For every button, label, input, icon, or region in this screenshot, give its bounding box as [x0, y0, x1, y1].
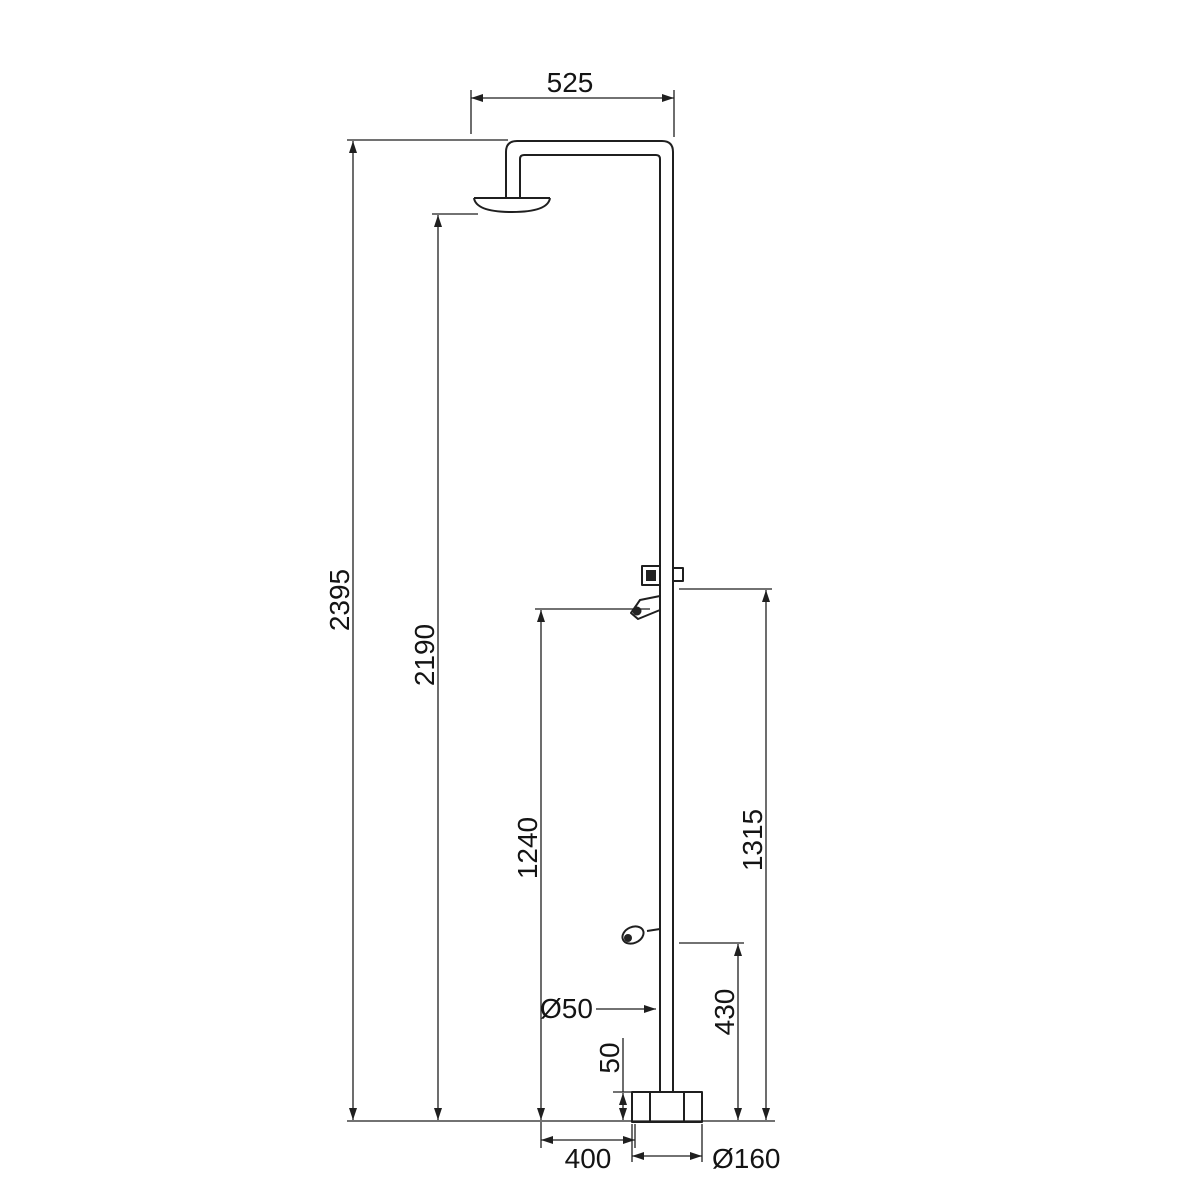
dim-label-base-height: 50	[594, 1042, 625, 1073]
dim-label-base-offset: 400	[565, 1143, 612, 1174]
dim-label-base-diameter: Ø160	[712, 1143, 781, 1174]
dim-label-total-height: 2395	[324, 569, 355, 631]
dim-base-offset: 400	[540, 1122, 636, 1174]
dim-base-diameter: Ø160	[631, 1124, 781, 1174]
dim-label-mixer-height: 1240	[512, 817, 543, 879]
hand-shower-body	[621, 925, 645, 945]
diverter-knob-outline	[641, 565, 661, 586]
dim-label-arm-width: 525	[547, 67, 594, 98]
dim-total-height: 2395	[324, 139, 508, 1120]
base-plate	[631, 1091, 703, 1123]
dim-diverter-height: 1315	[679, 588, 772, 1120]
diverter-knob	[646, 570, 656, 581]
dim-label-head-height: 2190	[409, 624, 440, 686]
dim-outlet-height: 430	[679, 942, 744, 1120]
dim-label-pipe-diameter: Ø50	[540, 993, 593, 1024]
dim-base-height: 50	[594, 1038, 634, 1120]
dim-label-outlet-height: 430	[709, 989, 740, 1036]
column-inner-contour	[519, 154, 661, 1093]
hand-shower-face	[624, 934, 632, 942]
dim-arm-width: 525	[470, 67, 675, 137]
shower-head	[473, 197, 551, 213]
dim-label-diverter-height: 1315	[737, 809, 768, 871]
column-outer-contour	[505, 140, 674, 1093]
mixer-lever-tip	[632, 606, 642, 616]
dim-pipe-diameter: Ø50	[540, 993, 656, 1024]
hand-shower-bracket	[646, 928, 661, 932]
diverter-stub	[672, 567, 684, 582]
shower-column-body	[473, 140, 703, 1123]
dim-head-height: 2190	[409, 213, 478, 1120]
dim-mixer-height: 1240	[512, 608, 650, 1120]
